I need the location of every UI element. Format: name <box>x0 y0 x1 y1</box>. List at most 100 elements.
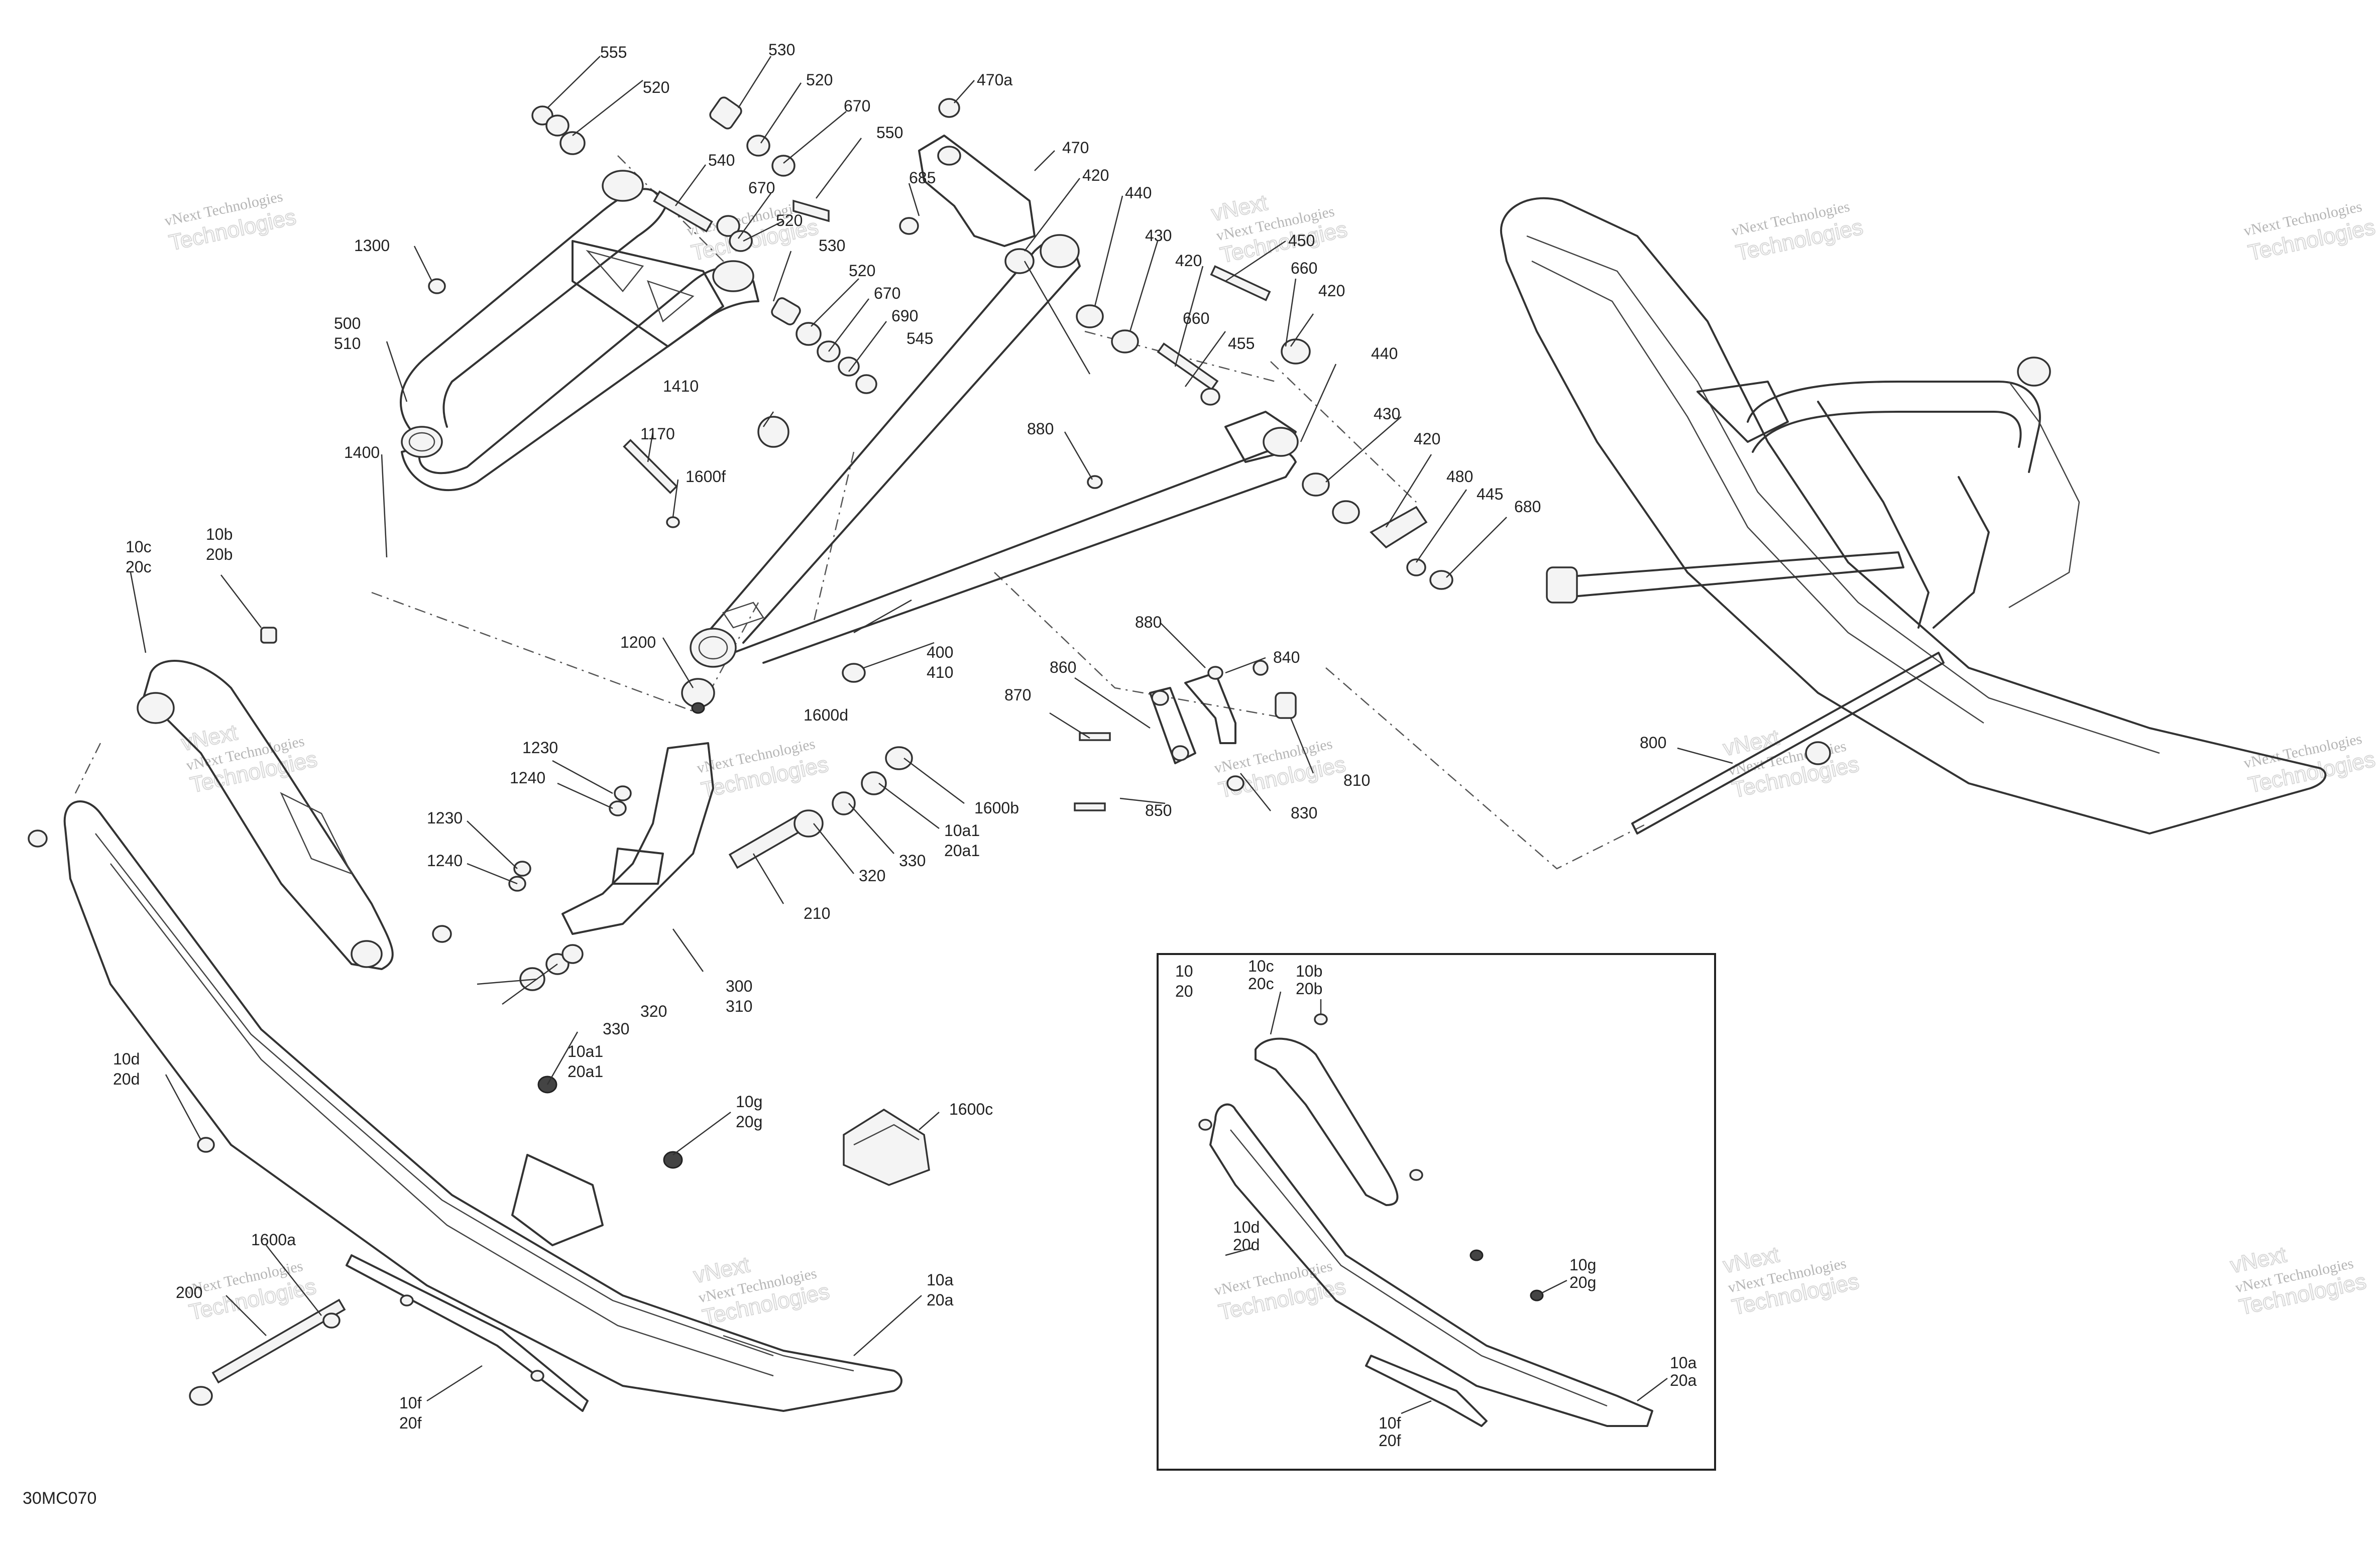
inset-label-10c: 10c <box>1248 957 1274 975</box>
part-label: 450 <box>1288 231 1315 250</box>
part-label: 500 <box>334 314 361 332</box>
part-label: 10c <box>126 538 152 556</box>
part-label: 1600f <box>686 467 726 486</box>
part-label: 670 <box>874 284 900 302</box>
part-label: 20c <box>126 558 152 576</box>
inset-label-20d: 20d <box>1233 1236 1260 1254</box>
part-label: 1600a <box>251 1231 296 1249</box>
part-label: 20d <box>113 1070 140 1088</box>
part-label: 480 <box>1446 467 1473 486</box>
part-label: 660 <box>1183 309 1209 327</box>
part-label: 440 <box>1125 184 1152 202</box>
part-label: 20f <box>399 1414 422 1432</box>
part-label: 1300 <box>354 236 390 255</box>
part-label: 840 <box>1273 648 1300 666</box>
part-label: 810 <box>1343 771 1370 789</box>
part-label: 660 <box>1291 259 1317 277</box>
part-label: 420 <box>1318 282 1345 300</box>
inset-label-10a: 10a <box>1670 1354 1697 1372</box>
part-label: 410 <box>927 663 953 681</box>
part-label: 550 <box>876 124 903 142</box>
part-label: 10f <box>399 1394 422 1412</box>
part-label: 470a <box>977 71 1012 89</box>
part-label: 670 <box>844 97 870 115</box>
inset-label-20b: 20b <box>1296 980 1322 998</box>
part-label: 420 <box>1414 430 1440 448</box>
part-label: 10a <box>927 1271 954 1289</box>
part-label: 870 <box>1004 686 1031 704</box>
inset-label-10g: 10g <box>1569 1256 1596 1274</box>
part-label: 685 <box>909 169 936 187</box>
inset-label-20: 20 <box>1175 982 1193 1000</box>
part-label: 1170 <box>640 425 675 443</box>
part-label: 420 <box>1175 252 1202 270</box>
carbide-runner <box>346 1254 589 1412</box>
inset-view: 10 20 10c 20c 10b 20b 10d 20d 10g 20g 10… <box>1157 953 1716 1471</box>
part-label: 1600d <box>804 706 848 724</box>
part-label: 555 <box>600 43 627 61</box>
part-label: 670 <box>748 179 775 197</box>
ski-leg <box>137 627 452 970</box>
inset-label-10b: 10b <box>1296 962 1322 980</box>
part-label: 520 <box>643 78 669 96</box>
part-label: 1200 <box>620 633 656 651</box>
leader-lines <box>130 56 1733 1402</box>
inset-label-20g: 20g <box>1569 1273 1596 1291</box>
part-label: 320 <box>640 1002 667 1020</box>
part-label: 800 <box>1640 734 1666 752</box>
part-label: 1240 <box>510 769 545 787</box>
part-label: 420 <box>1082 166 1109 184</box>
part-label: 545 <box>906 329 933 347</box>
part-label: 455 <box>1228 334 1255 352</box>
part-label: 520 <box>776 211 803 229</box>
part-label: 200 <box>176 1283 202 1301</box>
ski-bolt <box>189 1298 346 1406</box>
part-label: 880 <box>1135 613 1162 631</box>
part-label: 310 <box>726 997 752 1015</box>
part-label: 690 <box>891 307 918 325</box>
part-label: 880 <box>1027 420 1054 438</box>
inset-label-10f: 10f <box>1379 1414 1401 1432</box>
lower-a-arm <box>690 234 1299 668</box>
part-label: 10a1 <box>568 1042 603 1060</box>
part-label: 530 <box>819 236 845 255</box>
part-label: 530 <box>768 41 795 59</box>
part-label: 10b <box>206 525 233 543</box>
part-label: 330 <box>603 1020 629 1038</box>
part-label: 1230 <box>427 809 463 827</box>
part-label: 680 <box>1514 498 1541 516</box>
part-label: 20g <box>736 1113 762 1131</box>
part-label: 440 <box>1371 344 1398 363</box>
part-label: 1600b <box>974 799 1019 817</box>
part-labels: 555 530 520 520 470a 670 540 550 470 685… <box>113 41 1666 1432</box>
spindle-assembly <box>508 678 913 991</box>
part-label: 10a1 <box>944 821 980 840</box>
part-label: 10g <box>736 1093 762 1111</box>
inset-label-10: 10 <box>1175 962 1193 980</box>
part-label: 430 <box>1374 405 1400 423</box>
part-label: 320 <box>859 867 885 885</box>
part-label: 10d <box>113 1050 140 1068</box>
part-label: 20b <box>206 545 233 563</box>
inset-label-20a: 20a <box>1670 1371 1697 1389</box>
part-label: 850 <box>1145 801 1172 819</box>
part-label: 540 <box>708 151 735 169</box>
part-label: 400 <box>927 643 953 661</box>
part-label: 510 <box>334 334 361 352</box>
ski <box>28 800 902 1412</box>
part-label: 210 <box>804 904 830 922</box>
diagram-reference-code: 30MC070 <box>23 1489 96 1508</box>
part-label: 1410 <box>663 377 699 395</box>
part-label: 430 <box>1145 226 1172 245</box>
part-label: 1600c <box>949 1100 993 1118</box>
inset-label-20f: 20f <box>1379 1432 1401 1450</box>
lower-arm-hardware <box>428 248 1453 683</box>
part-label: 830 <box>1291 804 1317 822</box>
assembled-suspension-view <box>1500 197 2327 835</box>
inset-label-10d: 10d <box>1233 1218 1260 1236</box>
part-label: 20a1 <box>944 842 980 860</box>
part-label: 20a <box>927 1291 954 1309</box>
part-label: 300 <box>726 977 752 995</box>
part-label: 1230 <box>522 739 558 757</box>
